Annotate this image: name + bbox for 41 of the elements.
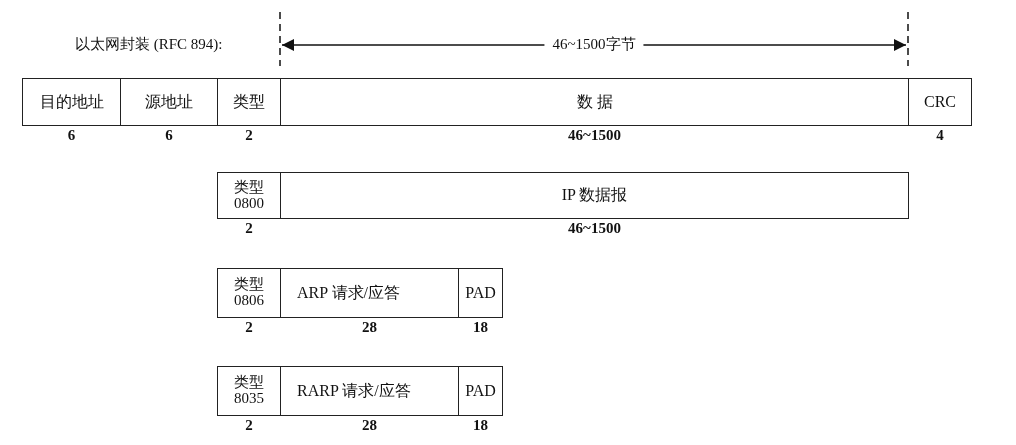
- dimension-label: 46~1500字节: [544, 35, 644, 54]
- field-cell: [908, 78, 972, 126]
- field-name: 类型: [233, 91, 265, 112]
- type-field: [217, 172, 281, 219]
- byte-count: 28: [361, 319, 378, 336]
- field-cell: [280, 366, 459, 416]
- field-cell: [458, 366, 503, 416]
- byte-count: 46~1500: [567, 127, 622, 144]
- field-cell: [280, 78, 909, 126]
- byte-count: 6: [66, 127, 77, 144]
- field-cell: [280, 268, 459, 318]
- byte-count: 2: [244, 417, 254, 434]
- byte-count: 2: [244, 319, 254, 336]
- byte-count: 18: [472, 319, 489, 336]
- field-name: PAD: [465, 382, 496, 400]
- field-name: 数 据: [576, 91, 613, 112]
- field-name: 目的地址: [39, 91, 104, 112]
- byte-count: 28: [361, 417, 378, 434]
- frame-label: 以太网封装 (RFC 894):: [75, 35, 223, 54]
- byte-count: 46~1500: [567, 220, 622, 237]
- field-name: 类型 0806: [233, 277, 265, 309]
- field-name: IP 数据报: [561, 185, 628, 205]
- field-name: 类型 0800: [233, 179, 265, 212]
- byte-count: 18: [472, 417, 489, 434]
- type-field: [217, 366, 281, 416]
- byte-count: 2: [244, 127, 254, 144]
- field-name: 类型 8035: [233, 375, 265, 407]
- field-name: ARP 请求/应答: [297, 282, 400, 303]
- type-field: [217, 268, 281, 318]
- field-name: 源地址: [145, 91, 193, 112]
- field-name: PAD: [465, 284, 496, 302]
- field-cell: [120, 78, 218, 126]
- field-cell: [217, 78, 281, 126]
- field-cell: [458, 268, 503, 318]
- byte-count: 4: [935, 127, 945, 144]
- field-cell: [22, 78, 121, 126]
- byte-count: 6: [164, 127, 174, 144]
- field-cell: [280, 172, 909, 219]
- field-name: RARP 请求/应答: [297, 380, 411, 401]
- field-name: CRC: [924, 93, 956, 111]
- byte-count: 2: [244, 220, 254, 237]
